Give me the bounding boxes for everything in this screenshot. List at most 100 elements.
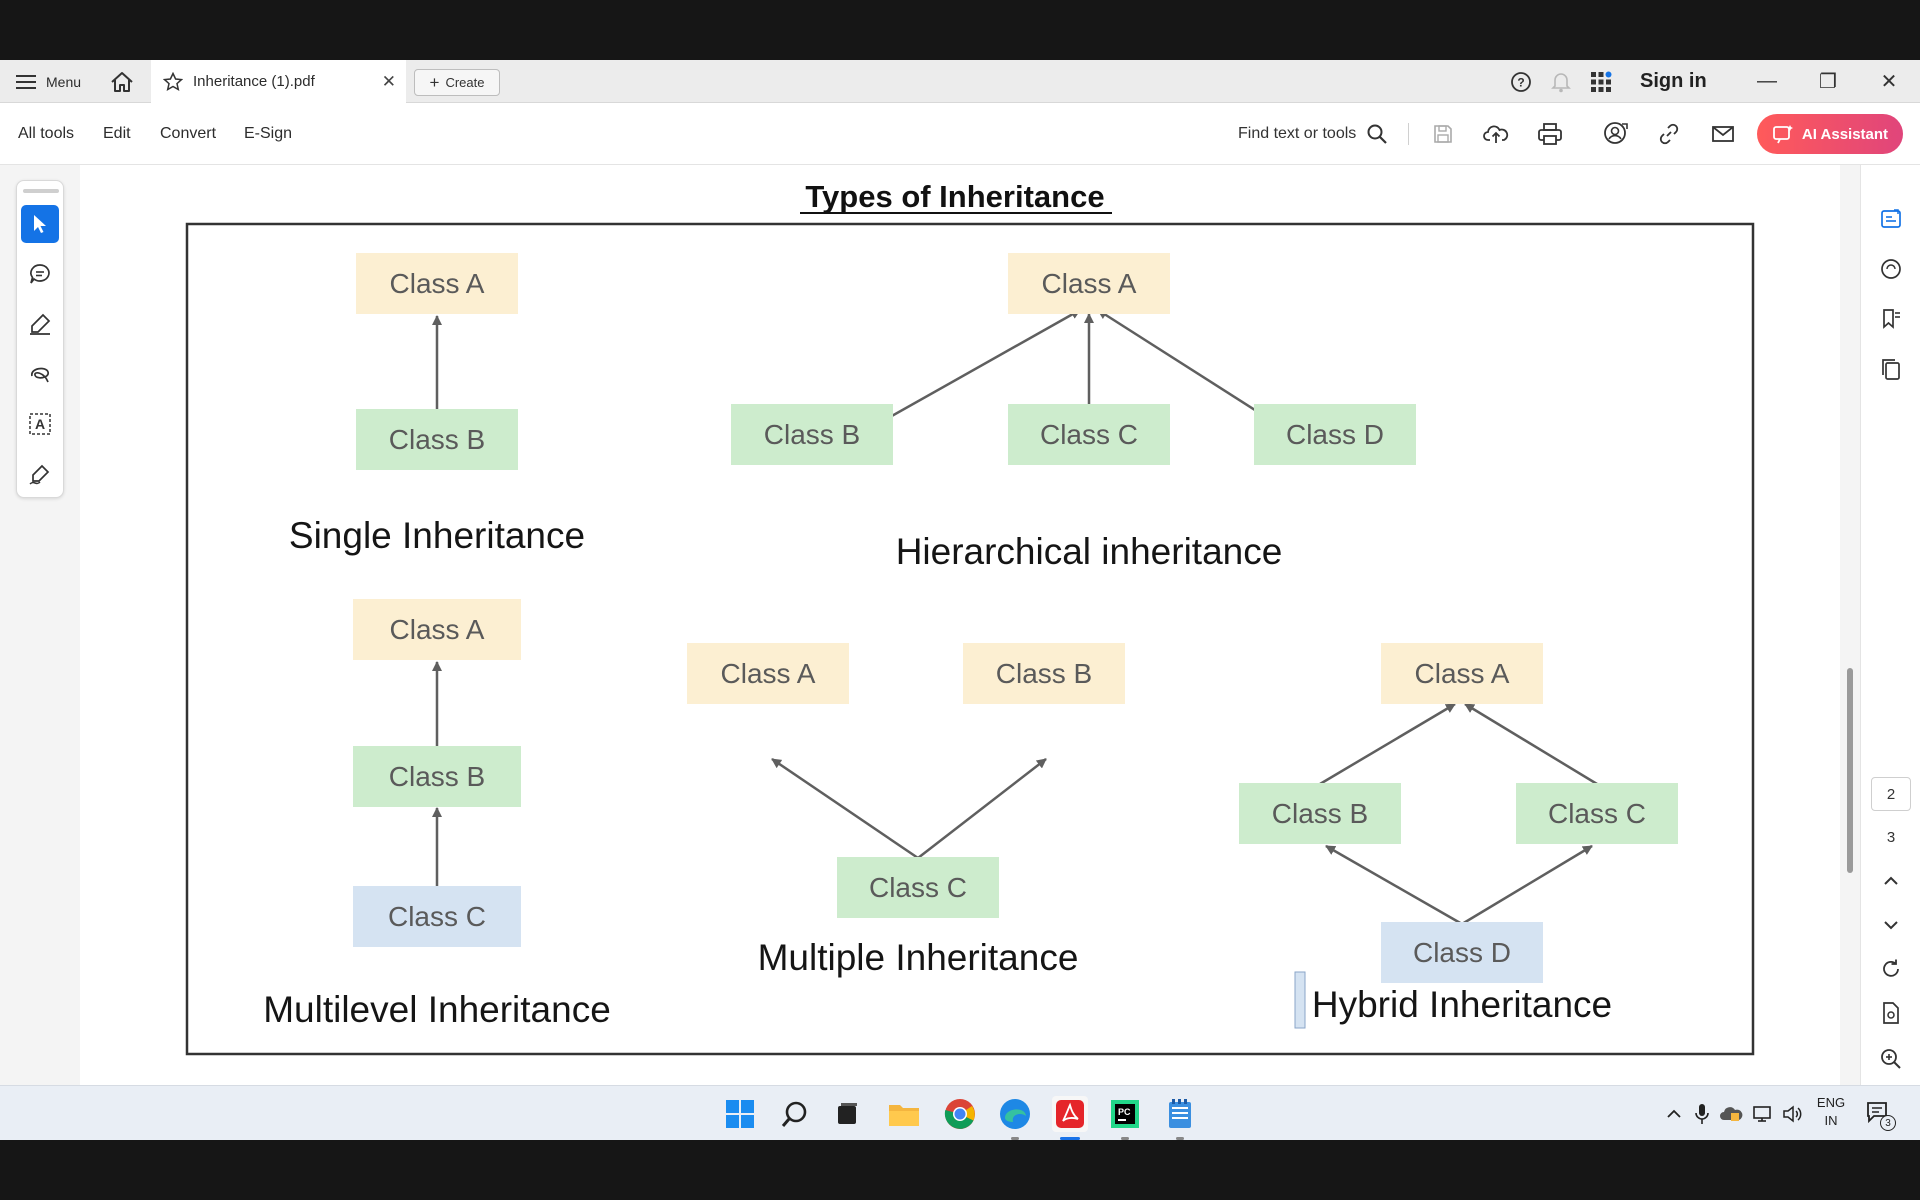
email-button[interactable] (1710, 121, 1736, 147)
zoom-in-button[interactable] (1877, 1045, 1905, 1073)
ai-assistant-button[interactable]: AI Assistant (1757, 114, 1903, 154)
refresh-icon (1883, 959, 1899, 977)
upload-button[interactable] (1483, 121, 1509, 147)
multiple-class-b-box (963, 643, 1125, 704)
tab-document[interactable]: Inheritance (1).pdf ✕ (151, 60, 406, 103)
find-text-tools[interactable]: Find text or tools (1238, 103, 1388, 165)
edge-button[interactable] (997, 1096, 1033, 1140)
tab-title: Inheritance (1).pdf (193, 73, 315, 90)
bookmarks-panel-button[interactable] (1877, 305, 1905, 333)
language-indicator[interactable]: ENG IN (1812, 1094, 1850, 1130)
pycharm-button[interactable]: PC (1107, 1096, 1143, 1140)
current-page-number[interactable]: 2 (1871, 777, 1911, 811)
home-button[interactable] (110, 60, 134, 103)
create-button[interactable]: + Create (414, 69, 500, 96)
plus-icon: + (429, 72, 440, 92)
acrobat-button[interactable] (1052, 1096, 1088, 1140)
apps-button[interactable] (1590, 60, 1612, 103)
task-view-button[interactable] (829, 1096, 865, 1132)
rotate-button[interactable] (1877, 955, 1905, 983)
apps-grid-icon (1591, 71, 1612, 92)
minimize-button[interactable]: — (1742, 60, 1792, 103)
printer-icon (1538, 123, 1562, 145)
vertical-scrollbar-thumb[interactable] (1847, 668, 1853, 873)
menubar-divider (1408, 123, 1409, 145)
highlight-tool[interactable] (21, 305, 59, 343)
notification-center-button[interactable]: 3 (1862, 1086, 1898, 1140)
comment-icon (30, 264, 50, 284)
link-button[interactable] (1656, 121, 1682, 147)
multi-class-c-label: Class C (388, 901, 486, 932)
next-page-button[interactable] (1877, 911, 1905, 939)
onedrive-tray[interactable] (1718, 1086, 1744, 1140)
organize-panel-button[interactable] (1877, 205, 1905, 233)
running-indicator (1011, 1137, 1019, 1140)
palette-drag-handle[interactable] (23, 189, 59, 193)
restore-button[interactable]: ❐ (1803, 60, 1853, 103)
windows-taskbar: PC ENG IN 3 (0, 1085, 1920, 1140)
chrome-button[interactable] (942, 1096, 978, 1132)
multi-class-b-label: Class B (389, 761, 485, 792)
arrow-hybrid-d-c (1461, 844, 1593, 926)
inheritance-diagram: Types of Inheritance (185, 179, 1755, 1056)
select-tool[interactable] (21, 205, 59, 243)
edit-panel-icon (1881, 209, 1901, 228)
document-viewport: Types of Inheritance (0, 165, 1860, 1085)
close-icon: ✕ (1880, 71, 1898, 93)
pen-highlight-icon (30, 313, 51, 335)
network-tray[interactable] (1750, 1086, 1776, 1140)
save-button[interactable] (1430, 121, 1456, 147)
help-button[interactable]: ? (1510, 60, 1532, 103)
menu-edit[interactable]: Edit (103, 125, 131, 142)
chevron-up-icon (1667, 1109, 1681, 1118)
pdf-page: Types of Inheritance (80, 165, 1840, 1085)
running-indicator (1121, 1137, 1129, 1140)
menu-button[interactable]: Menu (16, 60, 81, 103)
taskbar-search-button[interactable] (777, 1096, 813, 1132)
microphone-icon (1695, 1103, 1709, 1124)
hier-class-d-label: Class D (1286, 419, 1384, 450)
cloud-upload-icon (1483, 125, 1509, 143)
comments-panel-button[interactable] (1877, 255, 1905, 283)
start-button[interactable] (722, 1096, 758, 1132)
save-icon (1434, 125, 1452, 143)
pages-panel-button[interactable] (1877, 355, 1905, 383)
arrow-multiple-c-b (917, 758, 1047, 859)
menu-esign[interactable]: E-Sign (244, 125, 293, 142)
arrow-multiple-c-a (771, 757, 919, 860)
share-button[interactable] (1603, 121, 1629, 147)
hamburger-icon (16, 74, 36, 89)
document-settings-icon (1883, 1002, 1899, 1024)
arrow-hybrid-c-a (1464, 702, 1598, 786)
close-window-button[interactable]: ✕ (1864, 60, 1914, 103)
sign-in-button[interactable]: Sign in (1640, 70, 1707, 92)
hybrid-class-b-box (1239, 783, 1401, 844)
page-setup-button[interactable] (1877, 999, 1905, 1027)
comment-tool[interactable] (21, 255, 59, 293)
hybrid-class-b-label: Class B (1272, 798, 1368, 829)
file-explorer-button[interactable] (886, 1096, 922, 1132)
print-button[interactable] (1537, 121, 1563, 147)
menu-convert[interactable]: Convert (160, 125, 217, 142)
hier-class-c-label: Class C (1040, 419, 1138, 450)
draw-tool[interactable] (21, 355, 59, 393)
microphone-tray[interactable] (1692, 1086, 1712, 1140)
next-page-number: 3 (1886, 828, 1896, 846)
search-icon (1367, 124, 1388, 144)
tab-close-icon[interactable]: ✕ (381, 72, 396, 91)
volume-tray[interactable] (1780, 1086, 1806, 1140)
notifications-button[interactable] (1551, 60, 1571, 103)
menu-all-tools[interactable]: All tools (18, 125, 75, 142)
hier-class-a-label: Class A (1042, 268, 1137, 299)
hier-class-b-label: Class B (764, 419, 860, 450)
multiple-class-b-label: Class B (996, 658, 1092, 689)
text-tool[interactable]: A (21, 405, 59, 443)
hybrid-class-a-box (1381, 643, 1543, 704)
show-hidden-icons-button[interactable] (1662, 1086, 1686, 1140)
previous-page-button[interactable] (1877, 867, 1905, 895)
star-icon[interactable] (163, 71, 183, 92)
notepad-button[interactable] (1162, 1096, 1198, 1140)
help-icon: ? (1511, 71, 1531, 92)
sign-tool[interactable] (21, 455, 59, 493)
comments-icon (1881, 259, 1901, 279)
